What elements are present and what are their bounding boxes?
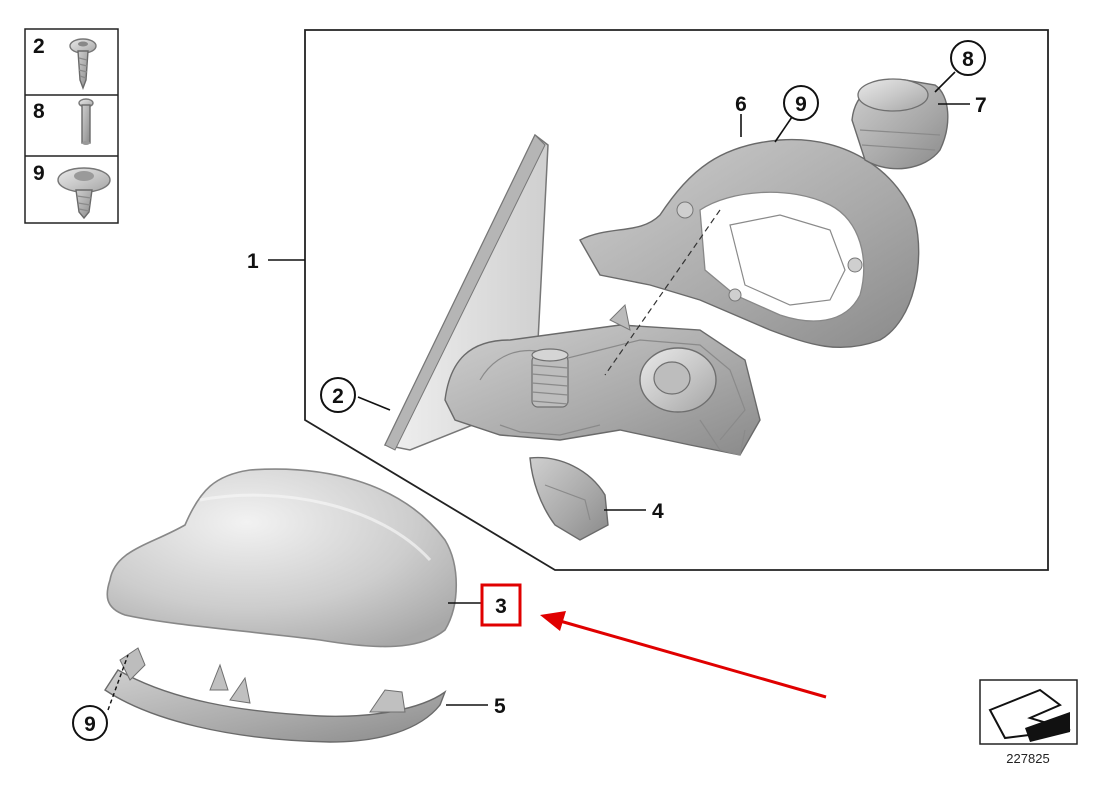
adjustment-actuator	[851, 78, 949, 170]
fastener-legend: 2 8 9	[24, 28, 119, 224]
callout-1: 1	[247, 250, 259, 273]
reference-number: 227825	[1006, 751, 1049, 766]
flange-screw-icon	[57, 167, 111, 220]
pin-bolt-icon	[78, 98, 94, 145]
callout-label-9-bottom: 9	[84, 713, 96, 736]
reference-box: 227825	[979, 679, 1078, 766]
callout-label-8: 8	[962, 48, 974, 71]
assembly-boundary	[304, 29, 1049, 571]
callout-label-2: 2	[332, 385, 344, 408]
callout-label-9-top: 9	[795, 93, 807, 116]
assembly-guide-line	[604, 209, 721, 376]
callout-label-1: 1	[247, 250, 259, 273]
callout-3: 3	[480, 583, 522, 627]
callout-2: 2	[320, 377, 356, 413]
legend-number-9: 9	[33, 162, 45, 185]
vehicle-direction-icon	[988, 688, 1071, 742]
legend-number-2: 2	[33, 35, 45, 58]
callout-6: 6	[735, 93, 747, 116]
mirror-housing-frame	[579, 138, 920, 349]
lower-trim-strip	[104, 647, 447, 743]
screw-flat-head-icon	[69, 38, 97, 90]
callout-9-top: 9	[783, 85, 819, 121]
callout-label-6: 6	[735, 93, 747, 116]
mirror-base-assembly	[444, 324, 761, 456]
callout-5: 5	[494, 695, 506, 718]
spring-icon	[531, 348, 569, 408]
callout-label-5: 5	[494, 695, 506, 718]
legend-number-8: 8	[33, 100, 45, 123]
callout-4: 4	[652, 500, 664, 523]
red-pointer-arrow	[540, 611, 827, 699]
mirror-cap	[106, 468, 458, 648]
callout-label-4: 4	[652, 500, 664, 523]
turn-signal-cover	[529, 456, 609, 541]
callout-label-3: 3	[495, 595, 507, 618]
callout-7: 7	[975, 94, 987, 117]
callout-3-highlight-box	[480, 583, 522, 627]
callout-label-7: 7	[975, 94, 987, 117]
callout-9-bottom: 9	[72, 705, 108, 741]
leader-lines	[107, 71, 970, 711]
callout-8: 8	[950, 40, 986, 76]
